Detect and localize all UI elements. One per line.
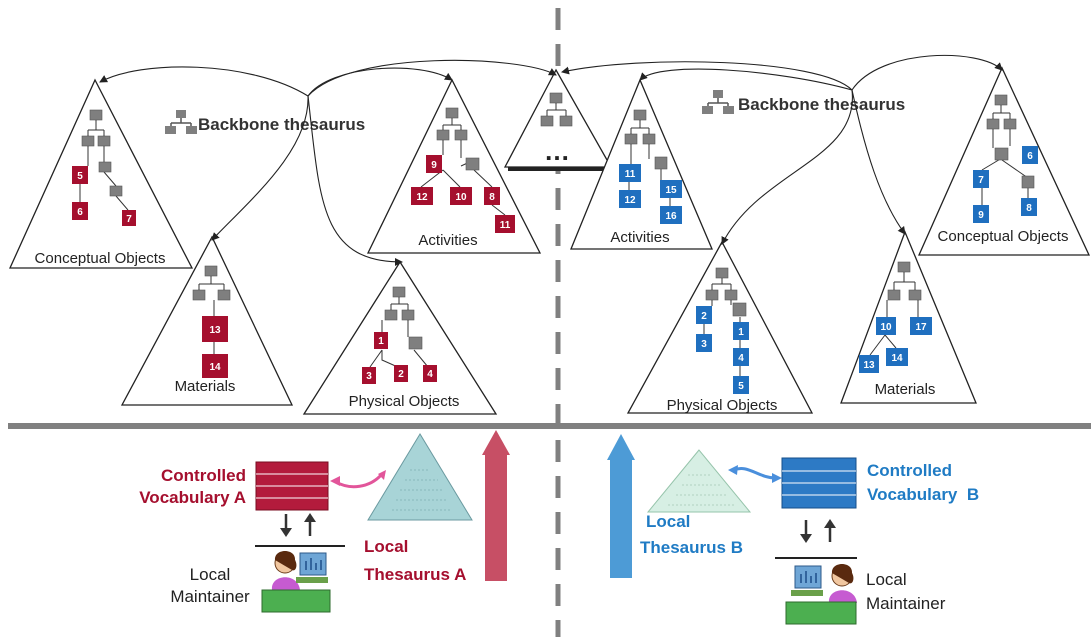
controlled-vocabulary-b-line1: Controlled	[867, 461, 952, 480]
local-b-updown-arrows	[800, 519, 836, 543]
vocab-b-thesaurus-link-arrow	[733, 467, 777, 480]
right-triangle-materials: 10 17 13 14 Materials	[840, 230, 977, 404]
left-triangle-physical-objects: 1 3 2 4 Physical Objects	[302, 260, 498, 415]
right-backbone-label: Backbone thesaurus	[738, 95, 905, 114]
local-maintainer-a-icon	[261, 551, 331, 613]
local-maintainer-b-line1: Local	[866, 570, 907, 589]
left-physical-node-2: 2	[398, 369, 404, 380]
local-thesaurus-b-triangle	[646, 449, 752, 513]
left-activities-node-8: 8	[489, 192, 495, 203]
right-conceptual-label: Conceptual Objects	[938, 228, 1069, 245]
right-physical-node-4: 4	[738, 353, 744, 364]
right-physical-label: Physical Objects	[667, 397, 778, 414]
right-conceptual-node-9: 9	[978, 210, 984, 221]
right-conceptual-node-8: 8	[1026, 203, 1032, 214]
right-backbone-icon	[702, 90, 734, 114]
left-materials-node-13: 13	[209, 325, 221, 336]
local-thesaurus-b-line1: Local	[646, 512, 690, 531]
controlled-vocabulary-b-line2: Vocabulary B	[867, 485, 979, 504]
vocab-a-thesaurus-link-arrow	[335, 472, 384, 489]
local-thesaurus-b-line2: Thesaurus B	[640, 538, 743, 557]
right-activities-node-12: 12	[624, 195, 636, 206]
left-physical-node-3: 3	[366, 371, 372, 382]
center-triangle-shared: …	[503, 68, 614, 171]
right-materials-node-10: 10	[880, 322, 892, 333]
left-triangle-conceptual-objects: 5 6 7 Conceptual Objects	[8, 78, 194, 269]
left-triangle-activities: 9 12 10 8 11 Activities	[366, 78, 542, 254]
right-activities-label: Activities	[610, 229, 669, 246]
left-conceptual-label: Conceptual Objects	[35, 250, 166, 267]
right-triangle-conceptual-objects: 6 7 9 8 Conceptual Objects	[918, 66, 1091, 256]
local-maintainer-b-icon	[785, 564, 857, 625]
left-triangle-materials: 13 14 Materials	[120, 235, 294, 406]
left-activities-node-12: 12	[416, 192, 428, 203]
right-physical-node-3: 3	[701, 339, 707, 350]
right-materials-node-13: 13	[863, 360, 875, 371]
local-maintainer-a-line2: Maintainer	[170, 587, 250, 606]
local-thesaurus-a-line2: Thesaurus A	[364, 565, 466, 584]
left-activities-node-10: 10	[455, 192, 467, 203]
controlled-vocabulary-b-stack	[781, 457, 857, 509]
right-physical-node-2: 2	[701, 311, 707, 322]
right-activities-node-16: 16	[665, 211, 677, 222]
link-arrowhead-a-left	[330, 476, 340, 486]
left-conceptual-node-7: 7	[126, 214, 132, 225]
right-conceptual-node-7: 7	[978, 175, 984, 186]
controlled-vocabulary-a-stack	[255, 461, 329, 511]
right-conceptual-node-6: 6	[1027, 151, 1033, 162]
left-backbone-icon	[165, 110, 197, 134]
left-activities-node-11: 11	[500, 220, 511, 231]
local-a-updown-arrows	[280, 513, 316, 537]
local-maintainer-a-line1: Local	[190, 565, 231, 584]
upload-arrow-a	[482, 430, 510, 581]
right-physical-node-5: 5	[738, 381, 744, 392]
left-activities-label: Activities	[418, 232, 477, 249]
controlled-vocabulary-a-line2: Vocabulary A	[139, 488, 246, 507]
backbone-connector-arrows	[99, 54, 1003, 266]
right-materials-node-14: 14	[891, 353, 903, 364]
left-activities-node-9: 9	[431, 160, 437, 171]
center-ellipsis: …	[544, 136, 570, 166]
left-backbone-label: Backbone thesaurus	[198, 115, 365, 134]
local-thesaurus-a-triangle	[367, 433, 473, 521]
link-arrowhead-b-right	[772, 473, 782, 483]
right-activities-node-15: 15	[665, 185, 677, 196]
left-materials-label: Materials	[175, 378, 236, 395]
left-physical-node-4: 4	[427, 369, 433, 380]
right-triangle-physical-objects: 2 3 1 4 5 Physical Objects	[626, 240, 814, 414]
left-materials-node-14: 14	[209, 362, 221, 373]
controlled-vocabulary-a-line1: Controlled	[161, 466, 246, 485]
local-maintainer-b-line2: Maintainer	[866, 594, 946, 613]
left-physical-label: Physical Objects	[349, 393, 460, 410]
right-materials-node-17: 17	[915, 322, 927, 333]
left-conceptual-node-6: 6	[77, 207, 83, 218]
left-conceptual-node-5: 5	[77, 171, 83, 182]
left-physical-node-1: 1	[378, 336, 384, 347]
right-activities-node-11: 11	[625, 169, 636, 180]
upload-arrow-b	[607, 434, 635, 578]
link-arrowhead-a-right	[378, 470, 386, 480]
right-materials-label: Materials	[875, 381, 936, 398]
local-thesaurus-a-line1: Local	[364, 537, 408, 556]
right-triangle-activities: 11 12 15 16 Activities	[570, 78, 713, 250]
right-physical-node-1: 1	[738, 327, 744, 338]
link-arrowhead-b-left	[728, 465, 738, 475]
